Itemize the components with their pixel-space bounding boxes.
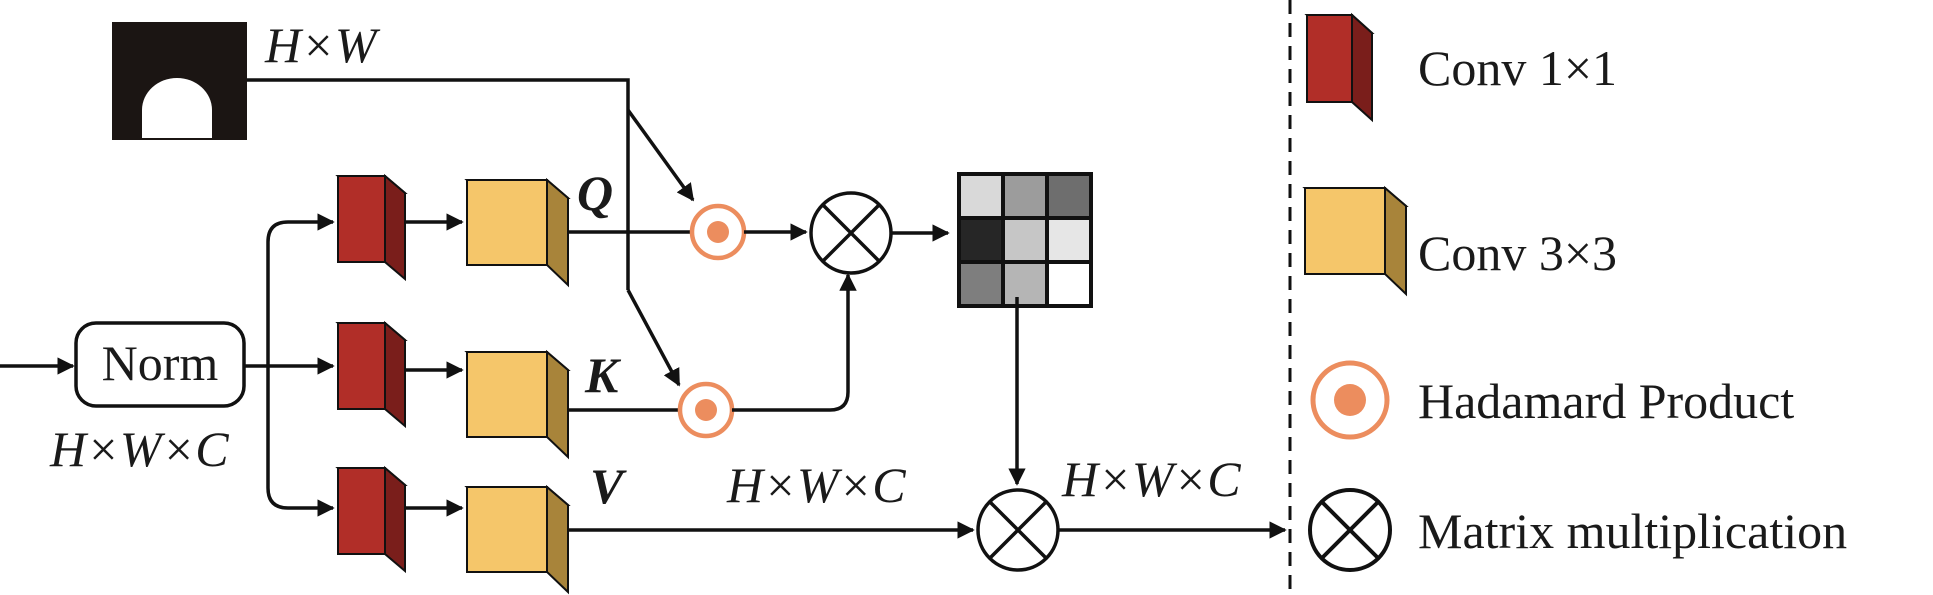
v-label: V bbox=[590, 458, 627, 514]
conv3x3-q bbox=[464, 177, 571, 288]
k-to-matmul-arrow bbox=[732, 273, 857, 412]
attention-map bbox=[957, 172, 1093, 308]
attention-map-cell bbox=[961, 220, 1001, 260]
matmul-qk bbox=[809, 191, 893, 275]
conv3x3-k bbox=[464, 349, 571, 460]
mask-size-label: H×W bbox=[264, 17, 381, 73]
conv1x1-q bbox=[335, 173, 408, 282]
hadamard-k bbox=[677, 381, 735, 439]
attention-map-cell bbox=[961, 264, 1001, 304]
legend-conv1x1-label: Conv 1×1 bbox=[1418, 40, 1617, 96]
hadamard-q bbox=[689, 203, 747, 261]
attention-map-cell bbox=[1005, 176, 1045, 216]
attention-map-cell bbox=[1049, 176, 1089, 216]
conv3x3-v bbox=[464, 484, 571, 595]
attention-map-cell bbox=[1049, 264, 1089, 304]
legend-conv1x1-icon bbox=[1304, 12, 1375, 123]
matmul-attn-v bbox=[976, 488, 1060, 572]
input-dim-label: H×W×C bbox=[49, 421, 229, 477]
attention-map-cell bbox=[961, 176, 1001, 216]
legend-matmul-label: Matrix multiplication bbox=[1418, 503, 1847, 559]
v-path-dim-label: H×W×C bbox=[726, 457, 906, 513]
conv-link-arrows bbox=[405, 213, 464, 517]
k-label: K bbox=[584, 347, 622, 403]
norm-label: Norm bbox=[102, 335, 219, 391]
output-dim-label: H×W×C bbox=[1061, 451, 1241, 507]
mask-connector bbox=[247, 78, 695, 387]
conv1x1-k bbox=[335, 320, 408, 429]
attention-map-cell bbox=[1049, 220, 1089, 260]
legend-conv3x3-icon bbox=[1302, 185, 1409, 297]
legend-matmul-icon bbox=[1308, 488, 1392, 572]
attention-map-cell bbox=[1005, 220, 1045, 260]
q-label: Q bbox=[577, 165, 613, 221]
legend-hadamard-label: Hadamard Product bbox=[1418, 373, 1794, 429]
branch-wires bbox=[244, 213, 335, 517]
attention-map-cell bbox=[1005, 264, 1045, 304]
conv1x1-v bbox=[335, 465, 408, 574]
legend-conv3x3-label: Conv 3×3 bbox=[1418, 225, 1617, 281]
mask-image bbox=[112, 22, 247, 140]
legend-hadamard-icon bbox=[1310, 360, 1390, 440]
